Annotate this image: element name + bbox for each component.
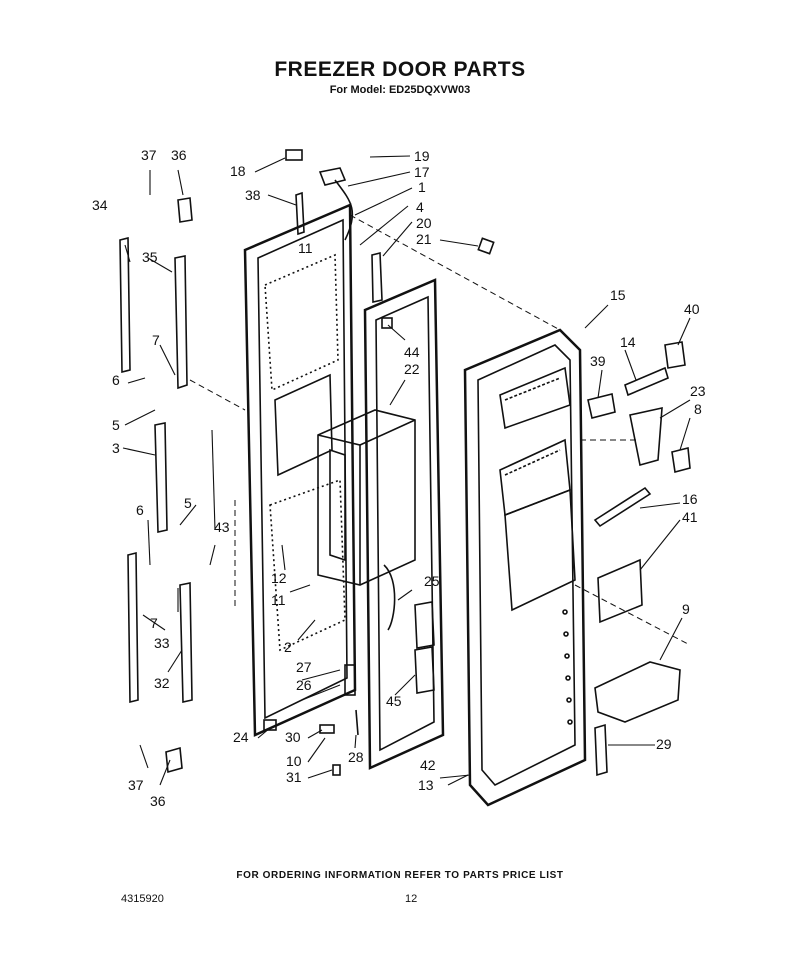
part-42 — [594, 723, 608, 777]
drip-tray-part-9 — [594, 661, 681, 723]
part-41 — [597, 558, 643, 624]
callout-label: 41 — [682, 509, 698, 525]
callout-label: 19 — [414, 148, 430, 164]
part-45a — [414, 601, 435, 649]
part-14 — [624, 366, 669, 397]
callout-label: 7 — [152, 332, 160, 348]
callout-label: 35 — [142, 249, 158, 265]
callout-label: 23 — [690, 383, 706, 399]
part-28 — [355, 709, 359, 736]
part-23 — [629, 406, 663, 467]
callout-label: 30 — [285, 729, 301, 745]
callout-label: 39 — [590, 353, 606, 369]
model-subtitle: For Model: ED25DQXVW03 — [329, 84, 471, 96]
callout-label: 33 — [154, 635, 170, 651]
callout-label: 24 — [233, 729, 249, 745]
callout-label: 27 — [296, 659, 312, 675]
trim-part-32 — [179, 582, 193, 703]
callout-label: 14 — [620, 334, 636, 350]
part-39 — [587, 393, 616, 419]
document-number: 4315920 — [121, 893, 164, 905]
ordering-note: FOR ORDERING INFORMATION REFER TO PARTS … — [236, 870, 564, 881]
callout-label: 37 — [128, 777, 144, 793]
trim-part-34 — [119, 236, 131, 374]
callout-label: 9 — [682, 601, 690, 617]
callout-label: 44 — [404, 344, 420, 360]
callout-label: 6 — [112, 372, 120, 388]
harness-part-17 — [318, 167, 354, 241]
door-gasket-part — [363, 278, 445, 770]
part-27-26 — [344, 664, 356, 696]
callout-label: 12 — [271, 570, 287, 586]
callout-label: 45 — [386, 693, 402, 709]
part-16 — [593, 486, 652, 528]
callout-label: 28 — [348, 749, 364, 765]
callout-label: 4 — [416, 199, 424, 215]
part-24 — [263, 719, 277, 731]
callout-label: 10 — [286, 753, 302, 769]
part-21 — [477, 237, 495, 255]
callout-label: 3 — [112, 440, 120, 456]
callout-label: 38 — [245, 187, 261, 203]
callout-label: 32 — [154, 675, 170, 691]
callout-label: 11 — [271, 592, 286, 608]
callout-label: 1 — [418, 179, 426, 195]
trim-part-35 — [174, 255, 188, 390]
callout-label: 7 — [150, 615, 158, 631]
callout-label: 40 — [684, 301, 700, 317]
callout-label: 13 — [418, 777, 434, 793]
callout-label: 11 — [298, 240, 313, 256]
part-30 — [319, 724, 335, 734]
hinge-part-36-bottom — [165, 746, 183, 774]
callout-label: 18 — [230, 163, 246, 179]
part-45b — [414, 646, 435, 694]
part-8 — [671, 446, 691, 474]
callout-label: 20 — [416, 215, 432, 231]
callout-label: 22 — [404, 361, 420, 377]
callout-label: 2 — [284, 639, 292, 655]
callout-label: 34 — [92, 197, 108, 213]
part-18 — [285, 149, 303, 161]
rod-part-38 — [295, 191, 305, 236]
callout-label: 36 — [150, 793, 166, 809]
callout-label: 42 — [420, 757, 436, 773]
part-40 — [664, 341, 686, 369]
ice-chute-part — [317, 409, 416, 586]
part-31 — [332, 764, 341, 776]
callout-label: 29 — [656, 736, 672, 752]
callout-label: 21 — [416, 231, 432, 247]
callout-label: 8 — [694, 401, 702, 417]
callout-label: 6 — [136, 502, 144, 518]
callout-label: 16 — [682, 491, 698, 507]
trim-part-33 — [127, 551, 139, 704]
page-number: 12 — [405, 893, 418, 905]
callout-label: 31 — [286, 769, 302, 785]
callout-label: 25 — [424, 573, 440, 589]
hinge-part-36-top — [177, 197, 193, 223]
diagram-title: FREEZER DOOR PARTS — [274, 58, 526, 81]
hinge-part-3 — [154, 422, 168, 533]
callout-label: 26 — [296, 677, 312, 693]
callout-label: 36 — [171, 147, 187, 163]
part-44 — [381, 317, 393, 329]
callout-label: 43 — [214, 519, 230, 535]
callout-label: 5 — [184, 495, 192, 511]
part-20 — [371, 251, 383, 303]
callout-label: 5 — [112, 417, 120, 433]
door-panel-part — [243, 203, 357, 737]
callout-label: 15 — [610, 287, 626, 303]
callout-label: 17 — [414, 164, 430, 180]
part-25 — [383, 564, 396, 631]
callout-label: 37 — [141, 147, 157, 163]
door-liner-part — [463, 328, 587, 807]
